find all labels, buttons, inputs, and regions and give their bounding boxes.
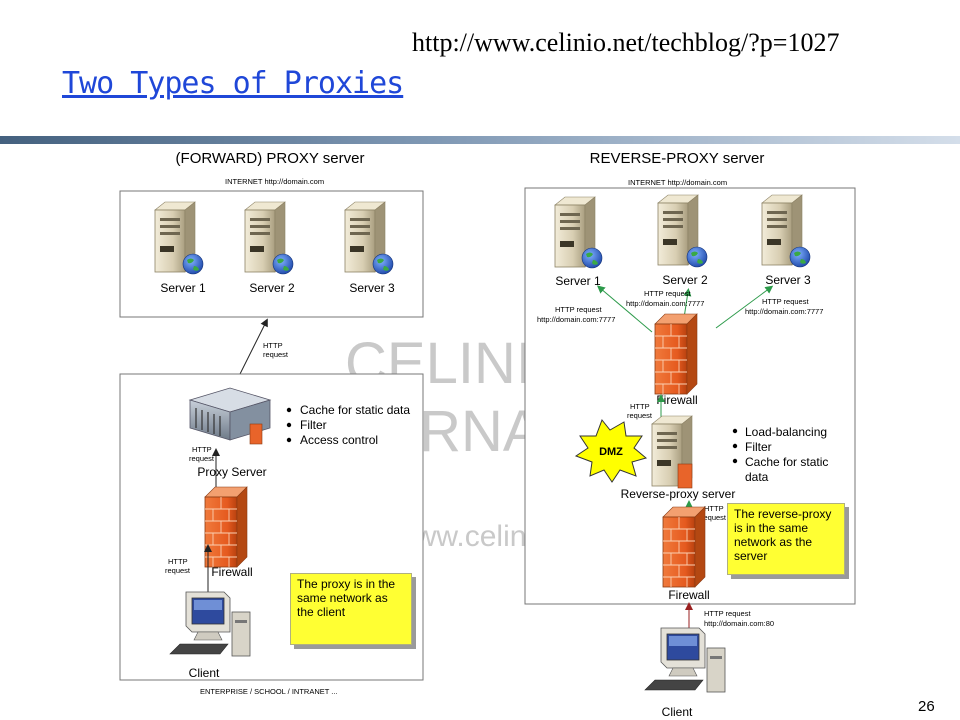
reverse-firewall-top-icon	[654, 313, 698, 395]
forward-http-top-2: request	[263, 350, 289, 359]
reverse-feature-2: Filter	[745, 440, 772, 454]
forward-feature-1: Cache for static data	[300, 403, 410, 417]
reverse-server-2-label: Server 2	[662, 273, 708, 287]
reverse-proxy-label: Reverse-proxy server	[621, 487, 736, 501]
forward-note: The proxy is in the same network as the …	[290, 573, 412, 645]
forward-enterprise-label: ENTERPRISE / SCHOOL / INTRANET ...	[200, 687, 338, 696]
reverse-heading: REVERSE-PROXY server	[590, 150, 765, 167]
reverse-server-1-icon	[554, 196, 603, 269]
forward-arrow-up	[239, 318, 268, 375]
dmz-burst-icon	[574, 419, 648, 483]
forward-feature-2: Filter	[300, 418, 327, 432]
reverse-http-mid-2: request	[627, 411, 653, 420]
forward-firewall-label: Firewall	[211, 565, 252, 579]
reverse-req-right-2: http://domain.com:7777	[745, 307, 823, 316]
reverse-req-mid-1: HTTP request	[644, 289, 691, 298]
title-rule	[0, 136, 960, 144]
dmz-label: DMZ	[599, 446, 623, 458]
reverse-firewall-bottom-label: Firewall	[668, 588, 709, 602]
reverse-client-req-2: http://domain.com:80	[704, 619, 774, 628]
reverse-req-left-1: HTTP request	[555, 305, 602, 314]
reverse-server-1-label: Server 1	[555, 274, 601, 288]
forward-server-1-label: Server 1	[160, 281, 206, 295]
reverse-note: The reverse-proxy is in the same network…	[727, 503, 845, 575]
forward-server-3-label: Server 3	[349, 281, 395, 295]
reverse-arrow-server3	[715, 285, 774, 329]
reverse-feature-3: Cache for static	[745, 455, 828, 469]
reverse-http-mid-1: HTTP	[630, 402, 650, 411]
reverse-proxy-server-icon	[651, 415, 693, 489]
reverse-firewall-top-label: Firewall	[656, 393, 697, 407]
forward-http-low-1: HTTP	[168, 557, 188, 566]
reverse-http-low-2: request	[701, 513, 727, 522]
forward-http-mid-2: request	[189, 454, 215, 463]
reverse-req-left-2: http://domain.com:7777	[537, 315, 615, 324]
forward-feature-3: Access control	[300, 433, 378, 447]
source-url: http://www.celinio.net/techblog/?p=1027	[412, 28, 840, 57]
forward-heading: (FORWARD) PROXY server	[176, 150, 365, 167]
forward-http-top-1: HTTP	[263, 341, 283, 350]
forward-http-low-2: request	[165, 566, 191, 575]
reverse-client-icon	[644, 627, 726, 693]
reverse-arrow-server2	[683, 288, 692, 319]
reverse-client-req-1: HTTP request	[704, 609, 751, 618]
reverse-note-text: The reverse-proxy is in the same network…	[734, 507, 832, 563]
forward-features-list	[286, 407, 292, 443]
reverse-firewall-bottom-icon	[662, 506, 706, 588]
forward-client-label: Client	[189, 666, 220, 680]
reverse-feature-3b: data	[745, 470, 769, 484]
forward-proxy-label: Proxy Server	[197, 465, 266, 479]
forward-proxy-rack-icon	[188, 387, 272, 445]
reverse-arrow-server1	[596, 285, 653, 333]
reverse-client-label: Client	[662, 705, 693, 719]
reverse-req-mid-2: http://domain.com:7777	[626, 299, 704, 308]
forward-firewall-icon	[204, 486, 248, 568]
reverse-req-right-1: HTTP request	[762, 297, 809, 306]
slide-title[interactable]: Two Types of Proxies	[62, 66, 404, 101]
reverse-http-low-1: HTTP	[704, 504, 724, 513]
reverse-feature-1: Load-balancing	[745, 425, 827, 439]
forward-server-2-label: Server 2	[249, 281, 295, 295]
forward-http-mid-1: HTTP	[192, 445, 212, 454]
reverse-features-list	[732, 428, 738, 464]
page-number: 26	[918, 698, 935, 715]
reverse-server-3-label: Server 3	[765, 273, 811, 287]
forward-note-text: The proxy is in the same network as the …	[297, 577, 396, 619]
forward-internet-label: INTERNET http://domain.com	[225, 177, 324, 186]
reverse-internet-label: INTERNET http://domain.com	[628, 178, 727, 187]
